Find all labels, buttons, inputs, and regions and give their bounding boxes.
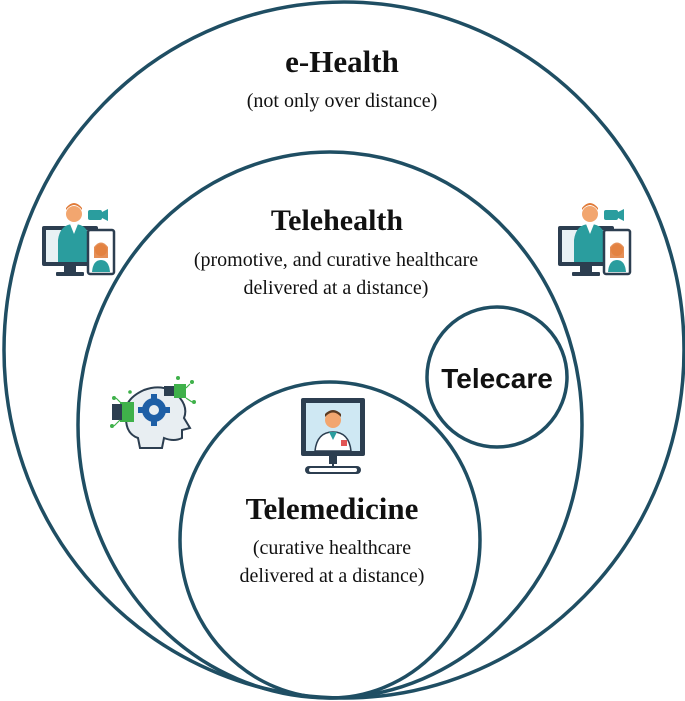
telemedicine-subtitle-line1: (curative healthcare [253, 537, 411, 559]
doctor-video-call-icon [42, 203, 116, 276]
telehealth-subtitle-line2: delivered at a distance) [244, 277, 429, 299]
telecare-circle [425, 305, 569, 449]
doctor-monitor-icon [301, 398, 365, 474]
ehealth-title: e-Health [285, 44, 399, 79]
telecare-title: Telecare [441, 363, 553, 394]
telehealth-subtitle-line1: (promotive, and curative healthcare [194, 249, 478, 271]
doctor-video-call-icon [558, 203, 632, 276]
telehealth-title: Telehealth [271, 204, 404, 237]
telemedicine-title: Telemedicine [246, 491, 419, 526]
telemedicine-subtitle-line2: delivered at a distance) [240, 565, 425, 587]
ai-brain-gear-icon [110, 376, 196, 449]
telemedicine-circle [178, 380, 482, 700]
ehealth-subtitle: (not only over distance) [247, 90, 438, 112]
